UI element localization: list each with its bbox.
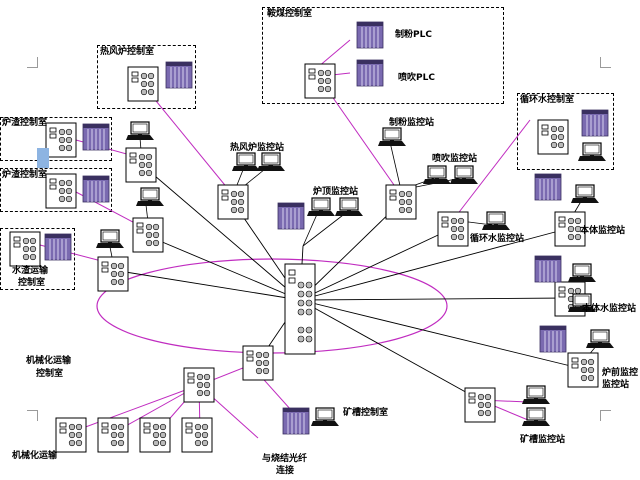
rack-plc-inject: [356, 59, 384, 87]
switch-circ-room: [537, 119, 569, 155]
pc-body-water-1: [567, 263, 597, 283]
label-front-station-1: 炉前监控: [602, 368, 639, 378]
switch-mech-4: [181, 417, 213, 453]
switch-circ-station: [437, 211, 469, 247]
rack-plc-powder: [356, 21, 384, 49]
label-body-station: 本体监控站: [580, 226, 626, 236]
pc-powder: [377, 127, 407, 147]
corner-mark-tr: [600, 57, 611, 68]
label-plc-inject: 喷吹PLC: [398, 73, 435, 83]
label-mech-bottom: 机械化运输: [12, 451, 58, 461]
pc-ore-room: [310, 407, 340, 427]
pc-top-2: [334, 197, 364, 217]
switch-mech-1: [55, 417, 87, 453]
room-box-coal: [262, 7, 504, 104]
ethernet-ring: [96, 258, 448, 354]
switch-a: [125, 147, 157, 183]
label-inject-station: 喷吹监控站: [432, 154, 478, 164]
pc-ore-1: [521, 385, 551, 405]
pc-circ-station: [481, 211, 511, 231]
switch-left-room-1: [45, 122, 77, 158]
label-body-water-station: 本体水监控站: [582, 304, 637, 314]
label-left-room-1: 炉渣控制室: [2, 118, 48, 128]
pc-a: [125, 121, 155, 141]
switch-hotblast-room: [127, 66, 159, 102]
pc-hotblast-1: [231, 152, 261, 172]
label-coal-room: 鞍煤控制室: [267, 9, 313, 19]
corner-mark-bl: [27, 410, 38, 421]
label-circ-room: 循环水控制室: [520, 95, 575, 105]
switch-mech: [183, 367, 215, 403]
label-circ-station: 循环水监控站: [470, 234, 525, 244]
rack-center: [277, 202, 305, 230]
label-front-station-2: 监控站: [602, 380, 630, 390]
label-water-trans-1: 水渣运输: [12, 266, 49, 276]
pc-hotblast-2: [256, 152, 286, 172]
room-box-water-trans: [0, 228, 75, 290]
switch-ore-station: [464, 387, 496, 423]
switch-ore-room: [242, 345, 274, 381]
switch-water-trans: [9, 231, 41, 267]
switch-hotblast-station: [217, 184, 249, 220]
label-water-trans-2: 控制室: [18, 278, 46, 288]
switch-hub-center: [284, 263, 316, 355]
pc-inject-1: [422, 165, 452, 185]
pc-body: [570, 184, 600, 204]
label-hotblast-station: 热风炉监控站: [230, 143, 285, 153]
rack-left-2: [82, 175, 110, 203]
label-fiber-2: 连接: [276, 466, 295, 476]
pc-ore-2: [521, 407, 551, 427]
corner-mark-tl: [27, 57, 38, 68]
selection-highlight: [37, 148, 49, 168]
label-furnace-top-station: 炉顶监控站: [313, 187, 359, 197]
label-ore-room: 矿槽控制室: [343, 408, 389, 418]
label-powder-station: 制粉监控站: [389, 118, 435, 128]
rack-circ-room: [581, 109, 609, 137]
switch-mech-3: [139, 417, 171, 453]
switch-b: [132, 217, 164, 253]
switch-coal: [304, 63, 336, 99]
pc-b: [135, 187, 165, 207]
pc-inject-2: [449, 165, 479, 185]
room-box-left-2: [0, 168, 112, 212]
label-mech-2: 控制室: [36, 369, 64, 379]
switch-c: [97, 256, 129, 292]
room-box-left-1: [0, 117, 112, 161]
switch-front-station: [567, 352, 599, 388]
label-left-room-2: 炉渣控制室: [2, 170, 48, 180]
rack-hotblast: [165, 61, 193, 89]
rack-body: [534, 173, 562, 201]
label-ore-station: 矿槽监控站: [520, 435, 566, 445]
pc-c: [95, 229, 125, 249]
switch-mech-2: [97, 417, 129, 453]
rack-left-1: [82, 123, 110, 151]
label-mech-1: 机械化运输: [26, 356, 72, 366]
corner-mark-br: [600, 410, 611, 421]
room-box-hotblast: [97, 45, 196, 109]
rack-front: [539, 325, 567, 353]
rack-body-water: [534, 255, 562, 283]
label-hotblast-room: 热风炉控制室: [100, 47, 155, 57]
rack-ore-room: [282, 407, 310, 435]
label-plc-powder: 制粉PLC: [395, 30, 432, 40]
pc-top-1: [306, 197, 336, 217]
pc-circ-room: [577, 142, 607, 162]
station-links: [109, 137, 598, 363]
switch-left-room-2: [45, 173, 77, 209]
rack-water-trans: [44, 233, 72, 261]
pc-front: [585, 329, 615, 349]
label-fiber-1: 与烧结光纤: [262, 454, 308, 464]
room-box-circ: [517, 93, 614, 170]
switch-powder-station: [385, 184, 417, 220]
